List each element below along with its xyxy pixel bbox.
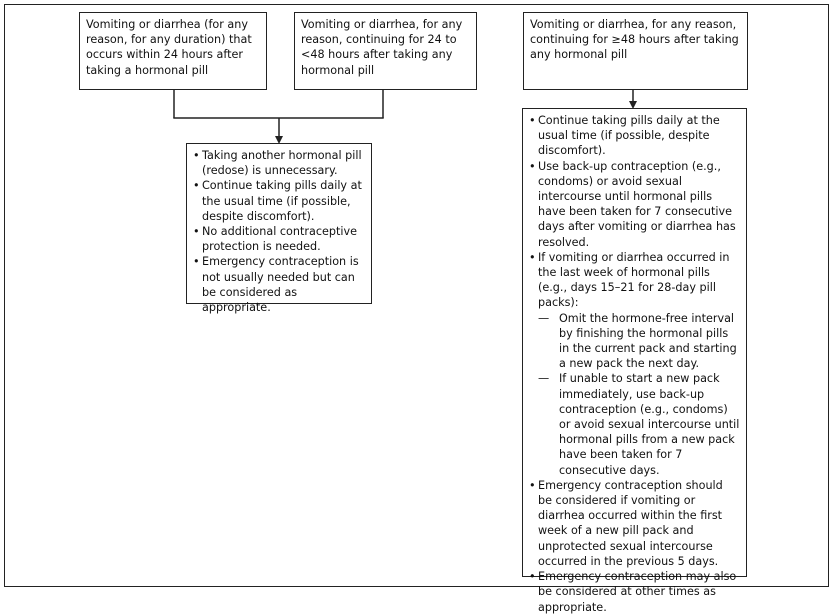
sub-list-item: —If unable to start a new pack immediate… bbox=[538, 372, 740, 477]
condition-text: Vomiting or diarrhea, for any reason, co… bbox=[301, 18, 463, 77]
sub-list: —Omit the hormone-free interval by finis… bbox=[538, 311, 740, 478]
recommendations-box-short: •Taking another hormonal pill (redose) i… bbox=[186, 143, 372, 314]
list-item: •If vomiting or diarrhea occurred in the… bbox=[529, 250, 740, 478]
recommendations-list: •Taking another hormonal pill (redose) i… bbox=[193, 148, 365, 315]
condition-text: Vomiting or diarrhea (for any reason, fo… bbox=[86, 18, 252, 77]
condition-box-24-to-48h: Vomiting or diarrhea, for any reason, co… bbox=[294, 12, 477, 90]
list-item: •Emergency contraception should be consi… bbox=[529, 478, 723, 568]
condition-text: Vomiting or diarrhea, for any reason, co… bbox=[530, 18, 739, 62]
list-item: •Taking another hormonal pill (redose) i… bbox=[193, 149, 362, 178]
condition-box-within-24h: Vomiting or diarrhea (for any reason, fo… bbox=[79, 12, 267, 90]
recommendations-box-long: •Continue taking pills daily at the usua… bbox=[522, 108, 747, 614]
list-item: •Use back-up contraception (e.g., condom… bbox=[529, 159, 736, 249]
list-item: •No additional contraceptive protection … bbox=[193, 225, 357, 254]
sub-list-item: —Omit the hormone-free interval by finis… bbox=[538, 311, 737, 371]
connector-lines bbox=[173, 90, 637, 144]
list-item: •Continue taking pills daily at the usua… bbox=[193, 179, 362, 223]
recommendations-list: •Continue taking pills daily at the usua… bbox=[529, 113, 740, 615]
list-item: •Continue taking pills daily at the usua… bbox=[529, 114, 720, 158]
list-item: •Emergency contraception is not usually … bbox=[193, 255, 359, 315]
condition-box-48h-or-more: Vomiting or diarrhea, for any reason, co… bbox=[523, 12, 748, 90]
